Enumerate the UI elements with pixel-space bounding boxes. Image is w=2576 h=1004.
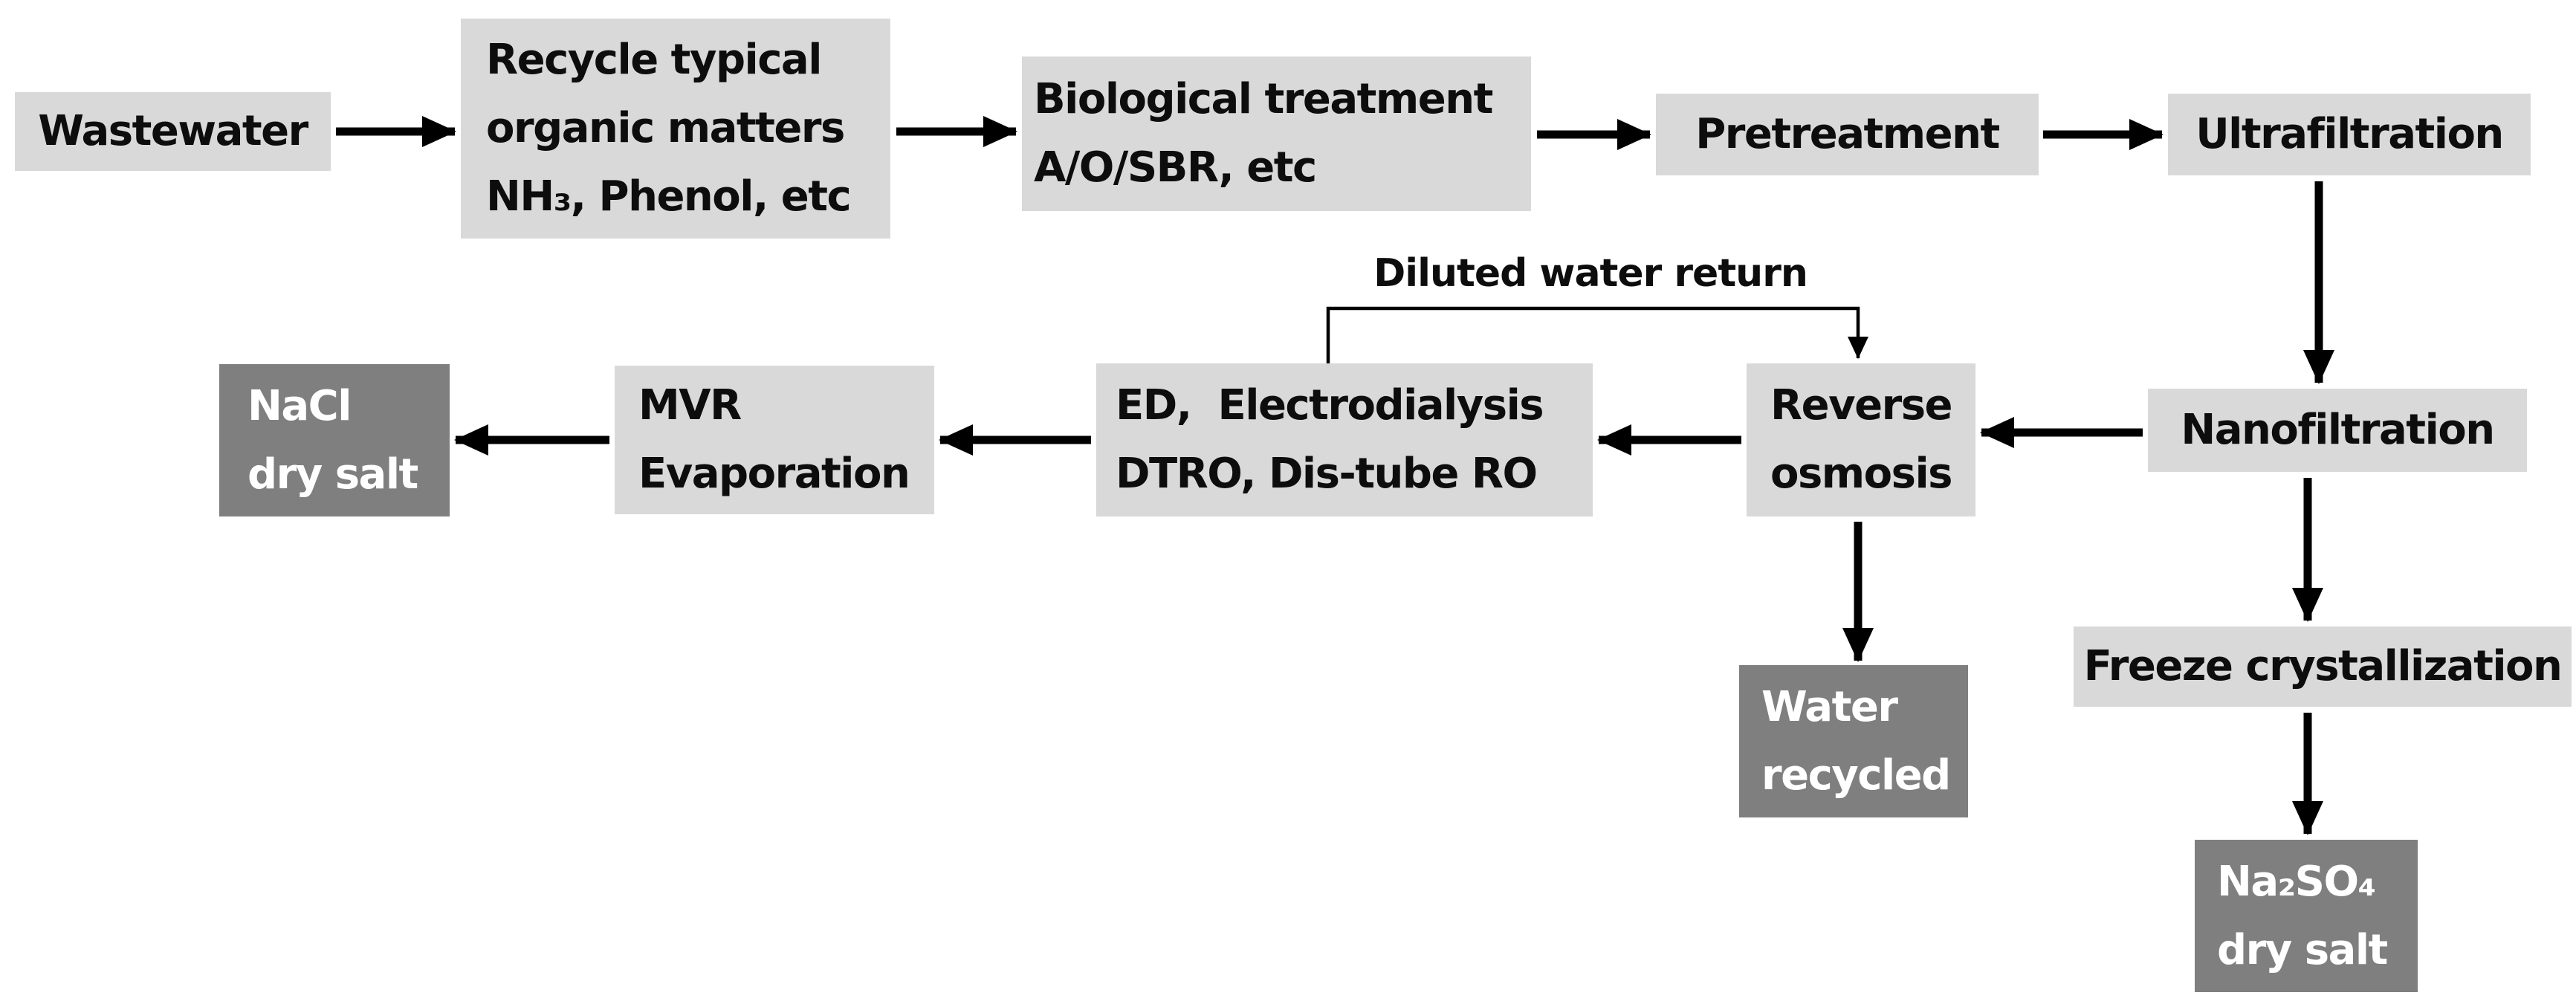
node-label-line: Evaporation [638, 450, 910, 498]
node-water-recycled: Water recycled [1739, 665, 1968, 817]
node-label-line: Na₂SO₄ [2217, 857, 2376, 906]
node-label-line: NaCl [247, 381, 352, 430]
node-reverse-osmosis: Reverse osmosis [1747, 363, 1975, 516]
node-label-line: Reverse [1770, 381, 1953, 430]
node-nanofiltration: Nanofiltration [2148, 389, 2527, 472]
node-label-line: dry salt [2217, 925, 2388, 974]
diluted-water-return-label: Diluted water return [1373, 251, 1808, 296]
node-freeze-crystallization: Freeze crystallization [2074, 626, 2572, 707]
node-label-line: Biological treatment [1034, 75, 1493, 123]
node-label-line: ED, Electrodialysis [1116, 381, 1544, 430]
node-label-line: recycled [1761, 751, 1951, 800]
node-label-line: dry salt [247, 450, 418, 499]
node-wastewater: Wastewater [15, 92, 331, 171]
node-ultrafiltration: Ultrafiltration [2168, 94, 2531, 175]
node-label-line: Wastewater [38, 107, 308, 155]
node-mvr-evaporation: MVR Evaporation [615, 366, 934, 514]
node-label-line: DTRO, Dis-tube RO [1116, 450, 1538, 498]
node-label-line: Recycle typical [486, 36, 822, 84]
node-na2so4-dry-salt: Na₂SO₄ dry salt [2195, 840, 2418, 992]
node-nacl-dry-salt: NaCl dry salt [219, 364, 450, 516]
node-label-line: organic matters [486, 104, 845, 152]
node-label-line: Ultrafiltration [2195, 110, 2504, 158]
edge-diluted-water-return [1326, 306, 1868, 363]
node-label-line: Nanofiltration [2181, 406, 2495, 454]
node-label-line: Pretreatment [1695, 110, 2000, 158]
node-label-line: A/O/SBR, etc [1034, 143, 1317, 192]
node-label-line: osmosis [1770, 450, 1953, 498]
node-pretreatment: Pretreatment [1656, 94, 2039, 175]
node-label-line: Water [1761, 682, 1898, 731]
node-label-line: Freeze crystallization [2083, 642, 2563, 690]
node-label-line: NH₃, Phenol, etc [486, 172, 852, 221]
node-label-line: MVR [638, 381, 742, 430]
